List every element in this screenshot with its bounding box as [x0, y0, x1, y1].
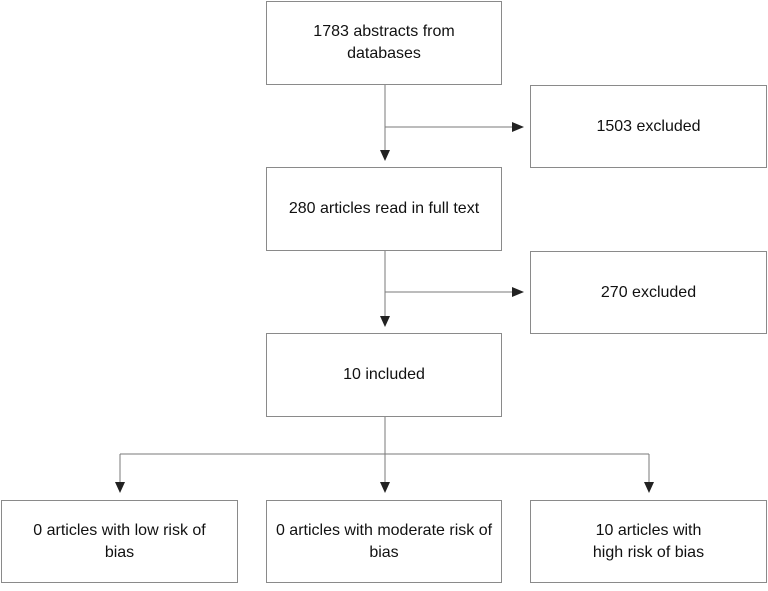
arrowhead-low-risk: [115, 482, 125, 493]
arrowhead-moderate-risk: [380, 482, 390, 493]
box-low-risk-label: 0 articles with low risk of bias: [33, 521, 206, 561]
box-excluded-1: 1503 excluded: [530, 85, 767, 168]
box-moderate-risk: 0 articles with moderate risk of bias: [266, 500, 502, 583]
box-excluded-2: 270 excluded: [530, 251, 767, 334]
arrowhead-fulltext: [380, 150, 390, 161]
box-excluded-2-label: 270 excluded: [600, 283, 697, 301]
box-included: 10 included: [266, 333, 502, 417]
arrowhead-included: [380, 316, 390, 327]
arrowhead-excluded-1: [512, 122, 524, 132]
box-low-risk: 0 articles with low risk of bias: [1, 500, 238, 583]
box-abstracts-label: 1783 abstracts from databases: [313, 23, 455, 62]
box-excluded-1-label: 1503 excluded: [596, 117, 701, 135]
arrowhead-excluded-2: [512, 287, 524, 297]
box-high-risk: 10 articles with high risk of bias: [530, 500, 767, 583]
box-full-text-label: 280 articles read in full text: [288, 200, 480, 217]
box-abstracts: 1783 abstracts from databases: [266, 1, 502, 85]
box-included-label: 10 included: [343, 366, 425, 383]
box-high-risk-label: 10 articles with high risk of bias: [592, 521, 705, 561]
box-full-text: 280 articles read in full text: [266, 167, 502, 251]
arrowhead-high-risk: [644, 482, 654, 493]
box-moderate-risk-label: 0 articles with moderate risk of bias: [275, 521, 493, 561]
